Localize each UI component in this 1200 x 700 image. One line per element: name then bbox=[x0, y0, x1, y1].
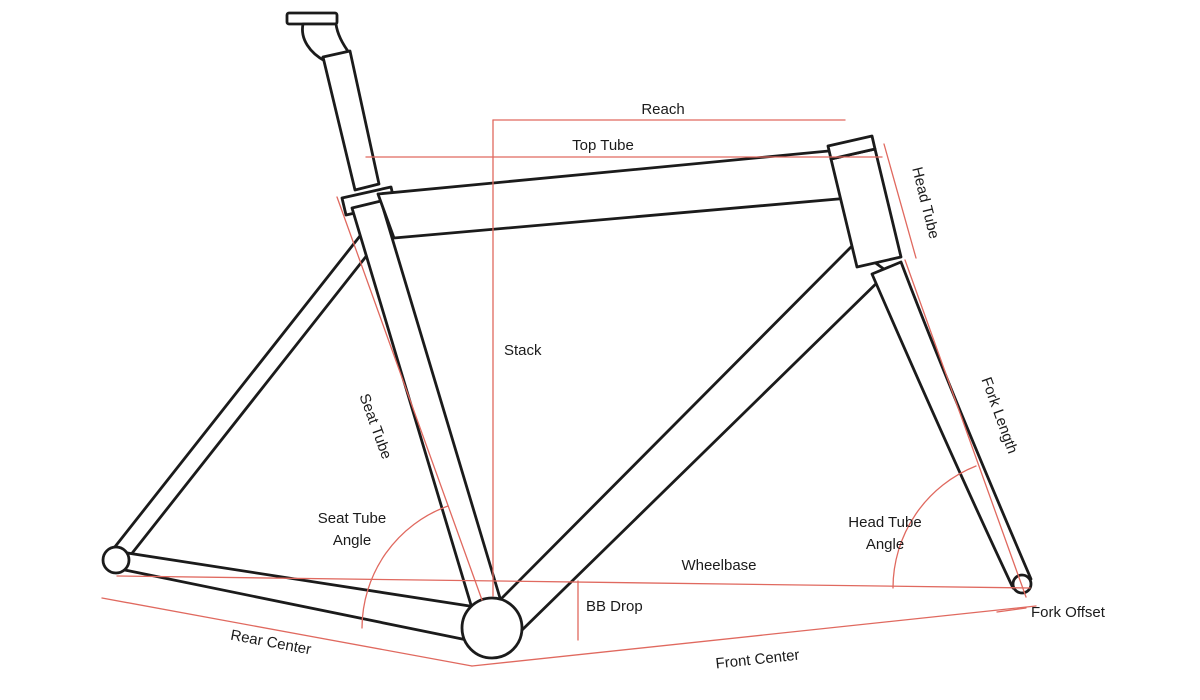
head-tube-angle-label-line1: Head Tube bbox=[848, 514, 921, 531]
seat-tube-axis-line bbox=[336, 196, 483, 601]
rear-dropout-circle bbox=[101, 545, 131, 575]
fork-length-dimension-line bbox=[904, 259, 1027, 598]
wheelbase-label: Wheelbase bbox=[681, 557, 756, 574]
rear-center-label: Rear Center bbox=[229, 627, 312, 659]
fork-offset-label: Fork Offset bbox=[1031, 604, 1106, 621]
seatpost-shape bbox=[321, 49, 381, 192]
fork-offset-dimension-line bbox=[996, 607, 1027, 613]
bb-drop-label: BB Drop bbox=[586, 598, 643, 615]
bottom-bracket-circle bbox=[460, 596, 524, 660]
reach-label: Reach bbox=[641, 101, 684, 118]
chain-stay-shape bbox=[113, 550, 478, 643]
fork-length-label: Fork Length bbox=[978, 375, 1021, 456]
dimension-lines bbox=[101, 119, 1037, 667]
top-tube-label: Top Tube bbox=[572, 137, 634, 154]
rear-center-dimension-line bbox=[101, 597, 473, 667]
head-tube-cap-shape bbox=[826, 134, 877, 161]
seat-tube-label: Seat Tube bbox=[356, 391, 395, 461]
seat-tube-angle-label-line1: Seat Tube bbox=[318, 510, 386, 527]
front-center-label: Front Center bbox=[715, 647, 801, 673]
head-tube-label: Head Tube bbox=[908, 165, 942, 240]
front-center-dimension-line bbox=[471, 605, 1037, 667]
head-tube-dimension-line bbox=[883, 143, 917, 259]
stack-label: Stack bbox=[504, 342, 542, 359]
frame-drawing bbox=[101, 11, 1033, 660]
seat-tube-angle-arc bbox=[361, 505, 449, 629]
seat-tube-angle-label-line2: Angle bbox=[333, 532, 371, 549]
head-tube-angle-label-line2: Angle bbox=[866, 536, 904, 553]
wheelbase-axle-line bbox=[116, 575, 1031, 589]
top-tube-shape bbox=[376, 146, 874, 240]
saddle-clamp-shape bbox=[285, 11, 339, 26]
head-tube-angle-arc bbox=[892, 465, 977, 589]
down-tube-shape bbox=[496, 244, 890, 634]
